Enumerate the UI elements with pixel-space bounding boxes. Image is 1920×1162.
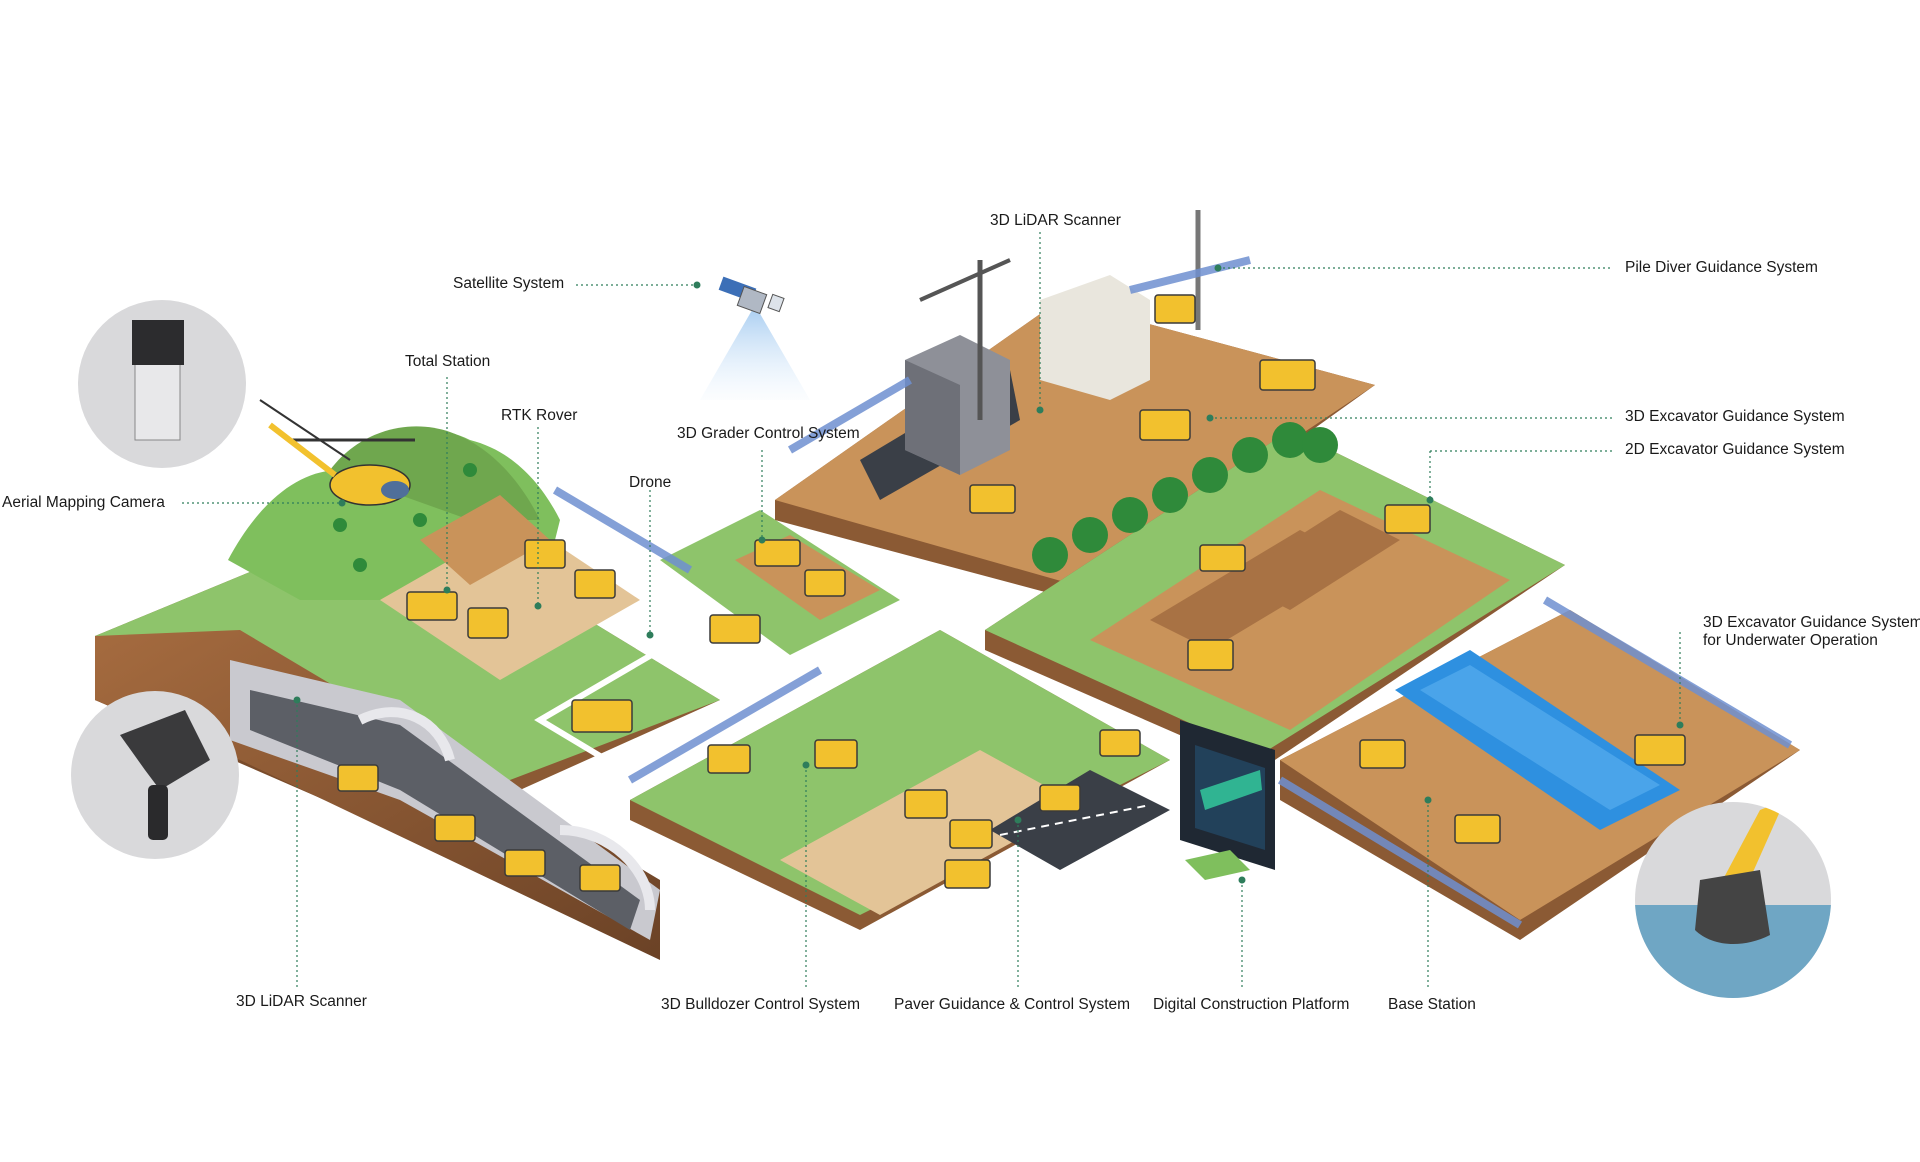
aerial-camera-detail-circle bbox=[78, 300, 246, 468]
digital-platform-screen bbox=[1180, 720, 1275, 880]
lidar-scanner-detail-circle bbox=[71, 691, 239, 859]
fences bbox=[552, 256, 1793, 929]
label-drone: Drone bbox=[629, 474, 672, 491]
label-bulldozer-control: 3D Bulldozer Control System bbox=[661, 996, 860, 1013]
label-rtk-rover: RTK Rover bbox=[501, 407, 578, 424]
label-underwater-excavator-guidance: 3D Excavator Guidance System for Underwa… bbox=[1703, 614, 1920, 649]
label-digital-construction-platform: Digital Construction Platform bbox=[1153, 996, 1350, 1013]
label-2d-excavator-guidance: 2D Excavator Guidance System bbox=[1625, 441, 1845, 458]
leader-dots bbox=[293, 264, 1684, 884]
tree-row bbox=[333, 422, 1338, 573]
label-lidar-scanner-top: 3D LiDAR Scanner bbox=[990, 212, 1121, 229]
label-grader-control: 3D Grader Control System bbox=[677, 425, 860, 442]
helicopter-illustration bbox=[259, 399, 415, 506]
machines bbox=[337, 294, 1686, 892]
label-satellite-system: Satellite System bbox=[453, 275, 565, 292]
satellite-illustration bbox=[700, 276, 810, 400]
underwater-bucket-detail-circle bbox=[1635, 802, 1831, 998]
label-paver-guidance: Paver Guidance & Control System bbox=[894, 996, 1131, 1013]
building-tile bbox=[775, 210, 1375, 600]
leader-lines bbox=[182, 232, 1681, 990]
road-tile bbox=[630, 630, 1170, 930]
label-pile-driver-guidance: Pile Diver Guidance System bbox=[1625, 259, 1818, 276]
label-base-station: Base Station bbox=[1388, 996, 1476, 1013]
label-3d-excavator-guidance: 3D Excavator Guidance System bbox=[1625, 408, 1845, 425]
label-aerial-mapping-camera: Aerial Mapping Camera bbox=[2, 494, 165, 511]
label-total-station: Total Station bbox=[405, 353, 491, 370]
label-lidar-scanner-bottom: 3D LiDAR Scanner bbox=[236, 993, 367, 1010]
